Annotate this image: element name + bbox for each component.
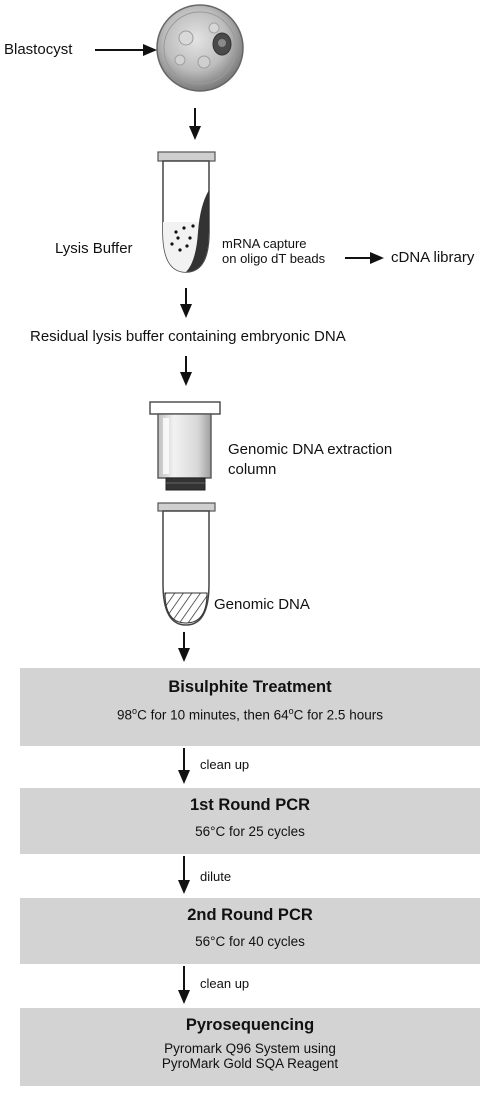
genomic-dna-label: Genomic DNA [214,596,310,613]
pcr1-desc: 56°C for 25 cycles [195,824,305,839]
mrna-capture-label: mRNA capture [222,236,307,251]
pyro-desc-line1: Pyromark Q96 System using [164,1041,336,1056]
bisulphite-desc: 98oC for 10 minutes, then 64oC for 2.5 h… [117,706,383,723]
dilute-label: dilute [200,869,232,884]
extraction-column [149,401,221,491]
cdna-library-label: cDNA library [391,249,475,266]
bisulphite-title: Bisulphite Treatment [168,678,332,696]
column-label-line1: Genomic DNA extraction [228,441,393,458]
arrow-down-3 [180,356,192,386]
pyro-title: Pyrosequencing [185,1016,315,1034]
arrow-down-7 [178,966,190,1004]
arrow-down-5 [178,748,190,784]
blastocyst-label: Blastocyst [4,41,73,58]
arrow-down-4 [178,632,190,662]
arrow-down-2 [180,288,192,318]
column-label-line2: column [228,461,277,478]
pcr1-box: 1st Round PCR 56°C for 25 cycles [20,788,480,854]
oligo-dt-label: on oligo dT beads [222,251,326,266]
arrow-blastocyst [95,44,157,56]
lysis-buffer-label: Lysis Buffer [55,240,133,257]
arrow-cdna [345,252,384,264]
pyrosequencing-box: Pyrosequencing Pyromark Q96 System using… [20,1008,480,1086]
pyro-desc-line2: PyroMark Gold SQA Reagent [161,1056,339,1071]
pcr2-title: 2nd Round PCR [187,906,313,924]
pcr2-desc: 56°C for 40 cycles [195,934,305,949]
lysis-tube [157,151,216,273]
residual-lysis-label: Residual lysis buffer containing embryon… [30,328,346,345]
pcr2-box: 2nd Round PCR 56°C for 40 cycles [20,898,480,964]
bisulphite-box: Bisulphite Treatment 98oC for 10 minutes… [20,668,480,746]
arrow-down-1 [189,108,201,140]
pcr1-title: 1st Round PCR [189,796,311,814]
clean-up-label-2: clean up [200,976,250,991]
blastocyst-image [156,4,244,92]
arrow-down-6 [178,856,190,894]
collection-tube [157,502,216,626]
clean-up-label-1: clean up [200,757,250,772]
